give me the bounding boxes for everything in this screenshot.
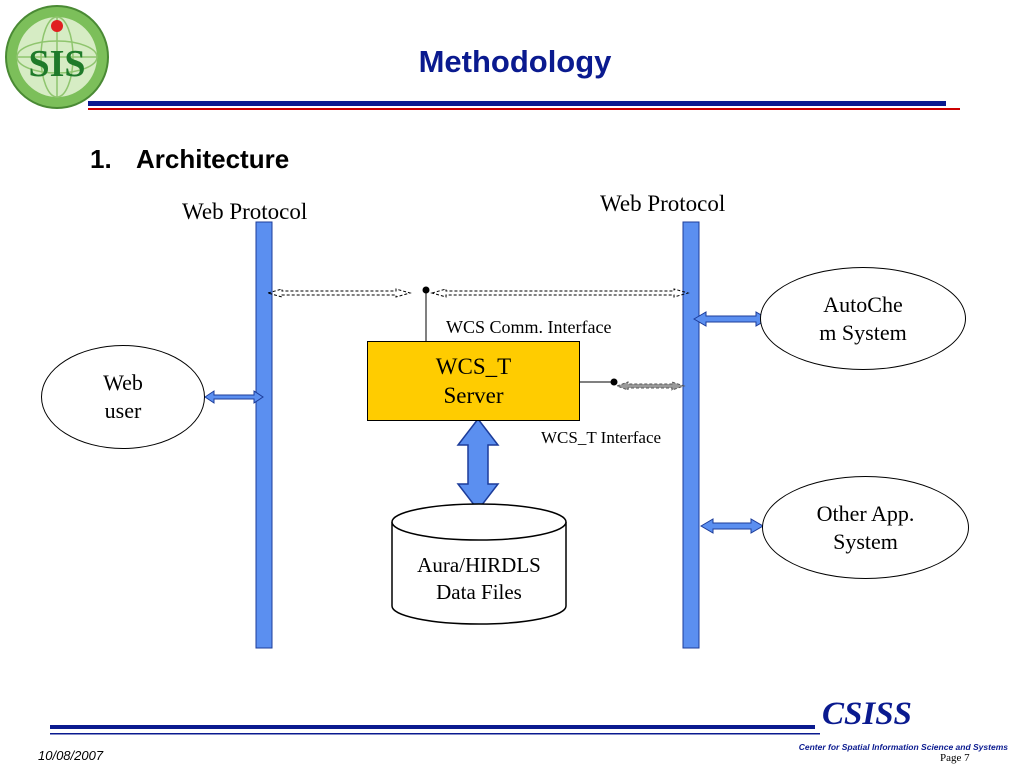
web-user-line1: Web	[103, 370, 143, 395]
left-protocol-bus	[255, 221, 273, 649]
autochem-arrow	[693, 311, 769, 327]
header-rule-red	[88, 108, 960, 110]
right-protocol-bus	[682, 221, 700, 649]
web-user-arrow	[204, 390, 264, 404]
left-protocol-label: Web Protocol	[182, 199, 308, 224]
comm-interface-label: WCS Comm. Interface	[446, 317, 612, 337]
data-store-line2: Data Files	[436, 580, 522, 604]
other-app-arrow	[700, 518, 764, 534]
svg-text:SIS: SIS	[28, 43, 85, 85]
globe-logo-icon: SIS	[5, 5, 109, 109]
footer-date: 10/08/2007	[38, 748, 104, 763]
footer-rule-blue	[50, 725, 815, 729]
server-line1: WCS_T	[435, 354, 512, 379]
logo: SIS	[4, 4, 110, 110]
data-store-label: Aura/HIRDLS Data Files	[392, 552, 566, 606]
autochem-system-node: AutoChe m System	[760, 267, 966, 370]
wcst-server-box: WCS_T Server	[367, 341, 580, 421]
comm-interface-link	[266, 286, 690, 341]
autochem-line1: AutoChe	[823, 291, 903, 317]
data-store-cylinder	[391, 503, 567, 625]
server-data-arrow	[456, 417, 500, 512]
footer-page: Page 7	[940, 752, 970, 764]
header-rule-blue	[88, 101, 946, 106]
server-line2: Server	[443, 383, 504, 408]
footer-center-name: Center for Spatial Information Science a…	[798, 742, 1008, 752]
autochem-line2: m System	[819, 319, 907, 345]
other-app-line2: System	[833, 528, 898, 554]
wcst-interface-label: WCS_T Interface	[541, 428, 662, 447]
page-number: 7	[964, 752, 970, 764]
footer-rule-thin	[50, 733, 820, 735]
page-label: Page	[940, 752, 962, 764]
web-user-line2: user	[104, 398, 142, 423]
section-heading: Architecture	[136, 144, 290, 174]
page-title: Methodology	[418, 44, 612, 79]
other-app-system-node: Other App. System	[762, 476, 969, 579]
footer-brand: CSISS	[822, 696, 912, 732]
web-user-node: Web user	[41, 345, 205, 449]
section-number: 1.	[90, 144, 112, 174]
data-store-line1: Aura/HIRDLS	[417, 553, 541, 577]
other-app-line1: Other App.	[816, 500, 915, 526]
right-protocol-label: Web Protocol	[600, 191, 726, 216]
wcst-interface-link	[580, 378, 686, 391]
